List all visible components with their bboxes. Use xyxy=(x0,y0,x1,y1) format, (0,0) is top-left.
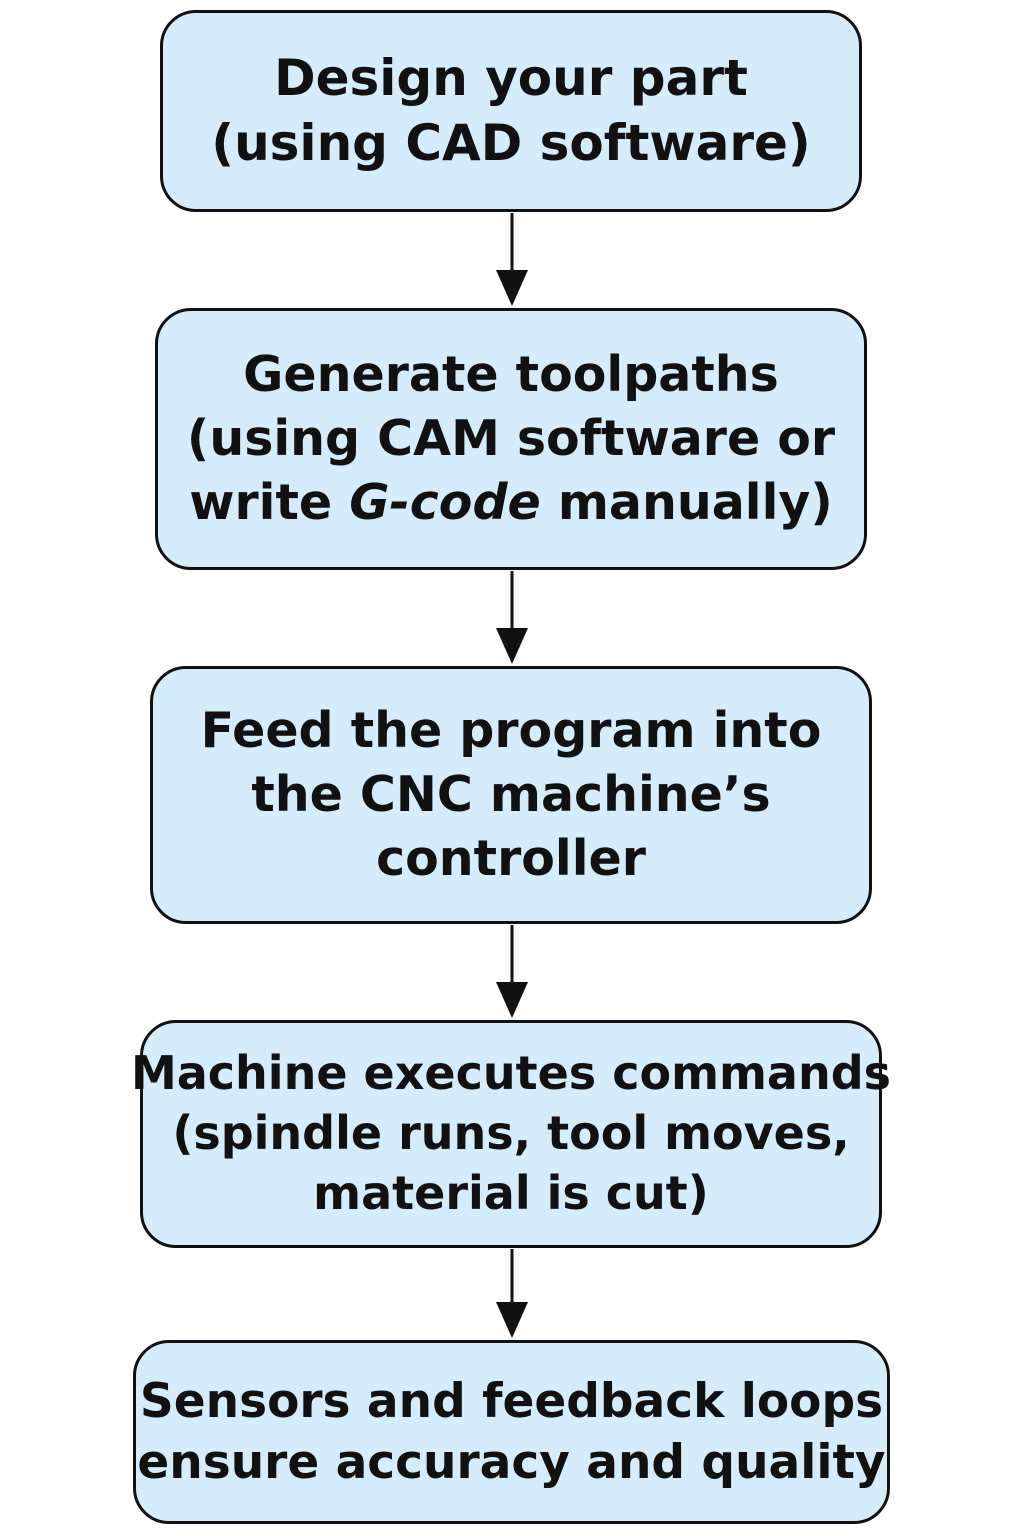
arrow-design-to-generate xyxy=(496,213,528,306)
italic-term: G-code xyxy=(349,473,541,531)
arrow-feed-to-execute xyxy=(496,925,528,1018)
step-line: (spindle runs, tool moves, xyxy=(172,1106,850,1161)
step-line: Design your part xyxy=(274,49,748,107)
step-feed-program: Feed the program into the CNC machine’s … xyxy=(150,666,872,924)
arrow-execute-to-sensors xyxy=(496,1249,528,1338)
step-machine-executes: Machine executes commands (spindle runs,… xyxy=(131,1020,891,1248)
step-line: Generate toolpaths xyxy=(243,346,779,404)
step-line: Sensors and feedback loops xyxy=(139,1373,884,1429)
step-line: controller xyxy=(376,829,646,887)
step-line: the CNC machine’s xyxy=(251,766,771,824)
step-line: material is cut) xyxy=(313,1165,709,1220)
step-line: (using CAM software or xyxy=(186,410,836,468)
step-design-part: Design your part (using CAD software) xyxy=(160,10,862,212)
step-generate-toolpaths: Generate toolpaths (using CAM software o… xyxy=(155,308,867,570)
step-line-with-italic: write G-code manually) xyxy=(189,473,833,531)
step-line: ensure accuracy and quality xyxy=(137,1435,886,1490)
arrow-generate-to-feed xyxy=(496,571,528,664)
step-line: (using CAD software) xyxy=(211,114,811,172)
step-sensors-feedback: Sensors and feedback loops ensure accura… xyxy=(133,1340,890,1524)
step-line: Feed the program into xyxy=(200,702,822,760)
step-line: Machine executes commands xyxy=(130,1046,892,1101)
